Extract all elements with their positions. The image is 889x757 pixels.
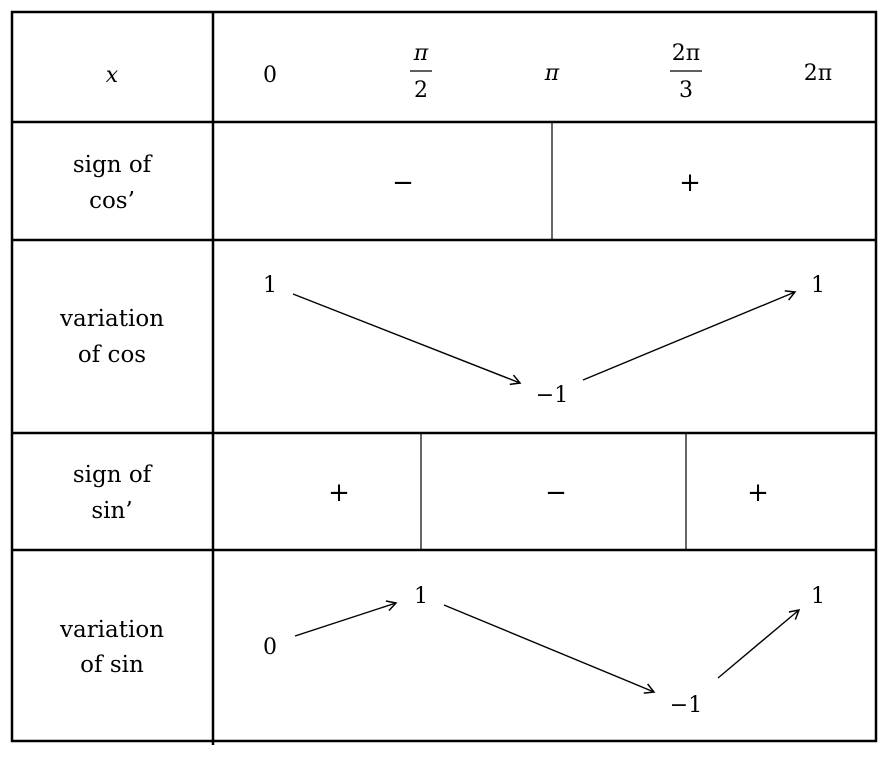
var-sin-row: variation of sin 0 1 −1 1 <box>59 584 825 718</box>
var-cos-decreasing-arrow <box>292 293 522 386</box>
row-label-var-cos-line1: variation <box>59 306 164 332</box>
x-value-2pi-over-3: 2π 3 <box>670 41 702 103</box>
sign-sin-positive-1: + <box>328 478 350 508</box>
row-label-sign-sin-line1: sign of <box>73 462 153 488</box>
x-value-pi-over-2-numerator: π <box>413 41 429 66</box>
x-variable-label: x <box>106 63 119 88</box>
var-sin-increasing-arrow-1 <box>294 600 398 637</box>
x-value-2pi: 2π <box>804 61 832 86</box>
row-label-var-cos-line2: of cos <box>78 342 146 368</box>
x-value-2pi-over-3-denominator: 3 <box>679 78 693 103</box>
sign-sin-positive-2: + <box>747 478 769 508</box>
var-cos-value-min: −1 <box>536 383 568 408</box>
var-sin-increasing-arrow-2 <box>717 609 801 679</box>
table-grid <box>10 10 878 745</box>
var-sin-value-max-1: 1 <box>414 584 428 609</box>
var-sin-value-min: −1 <box>670 693 702 718</box>
var-sin-value-start: 0 <box>263 635 277 660</box>
row-label-sign-cos-line1: sign of <box>73 152 153 178</box>
var-sin-decreasing-arrow <box>443 604 656 694</box>
sign-cos-positive: + <box>679 168 701 198</box>
x-value-pi-over-2-denominator: 2 <box>414 78 428 103</box>
row-label-sign-sin-line2: sin’ <box>91 498 132 524</box>
x-value-pi: π <box>544 61 560 86</box>
sign-cos-negative: − <box>392 168 414 198</box>
x-value-0: 0 <box>263 63 277 88</box>
var-cos-value-end: 1 <box>811 273 825 298</box>
var-cos-row: variation of cos 1 −1 1 <box>59 273 825 408</box>
x-value-pi-over-2: π 2 <box>410 41 432 103</box>
header-row: x 0 π 2 π 2π 3 2π <box>106 41 832 103</box>
row-label-var-sin-line2: of sin <box>80 652 144 678</box>
sign-sin-negative: − <box>545 478 567 508</box>
table-border <box>10 10 878 743</box>
var-sin-value-max-2: 1 <box>811 584 825 609</box>
sign-cos-row: sign of cos’ − + <box>73 152 701 214</box>
var-cos-increasing-arrow <box>582 290 797 381</box>
sign-sin-row: sign of sin’ + − + <box>73 462 769 524</box>
x-value-2pi-over-3-numerator: 2π <box>672 41 700 66</box>
row-label-sign-cos-line2: cos’ <box>89 188 135 214</box>
var-cos-value-start: 1 <box>263 273 277 298</box>
row-label-var-sin-line1: variation <box>59 617 164 643</box>
